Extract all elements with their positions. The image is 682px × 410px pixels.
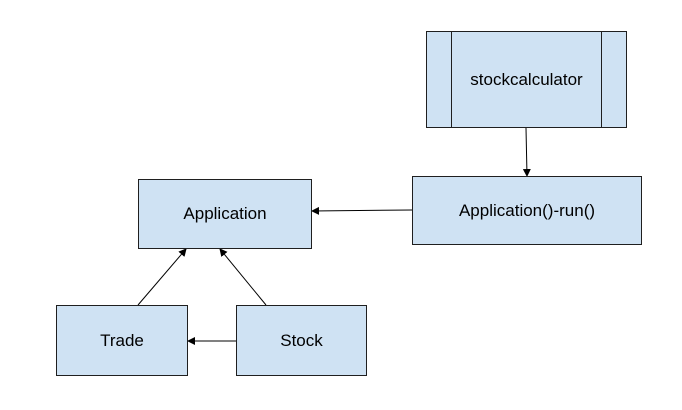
- edge-run-to-application: [311, 206, 413, 215]
- node-application: Application: [138, 179, 312, 249]
- edge-trade-to-application: [137, 248, 187, 306]
- subprocess-right-bar: [601, 32, 602, 127]
- node-stock: Stock: [236, 305, 367, 376]
- edge-stockcalculator-to-run: [522, 127, 531, 177]
- node-application-run-label: Application()-run(): [458, 200, 596, 220]
- node-trade: Trade: [56, 305, 188, 376]
- node-application-label: Application: [183, 204, 267, 223]
- node-stock-label: Stock: [280, 330, 323, 350]
- node-trade-label: Trade: [100, 330, 144, 350]
- node-application-run: Application()-run(): [412, 176, 642, 245]
- node-stockcalculator-label: stockcalculator: [470, 69, 583, 89]
- subprocess-left-bar: [451, 32, 452, 127]
- edge-stock-to-application: [219, 248, 267, 306]
- node-stockcalculator: stockcalculator: [426, 31, 627, 128]
